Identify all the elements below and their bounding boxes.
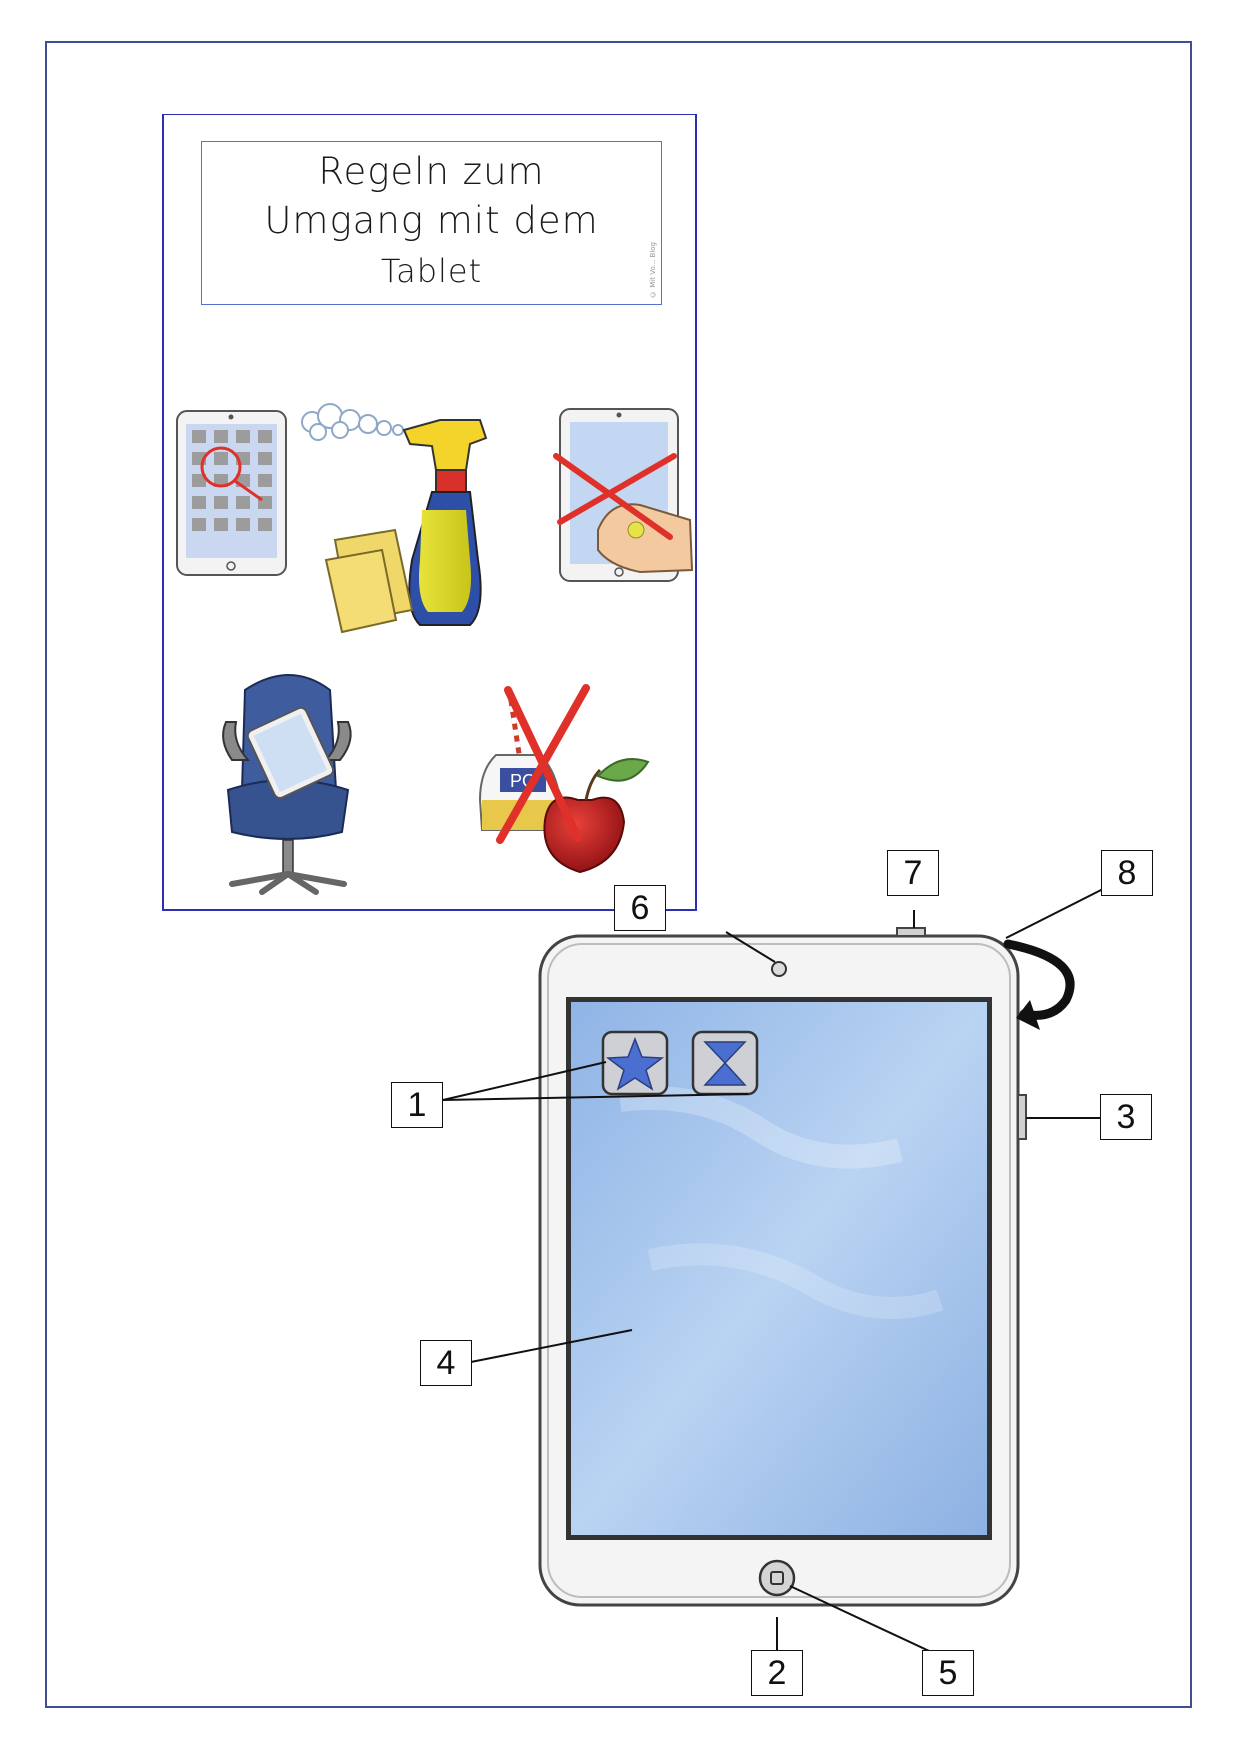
- poster-title-line-2: Umgang mit dem: [264, 199, 599, 242]
- spray-bottle-cloth-icon: [301, 403, 488, 634]
- app-icon-star: [601, 1030, 669, 1096]
- callout-label-3: 3: [1100, 1094, 1152, 1140]
- tablet-grid-icon: [176, 410, 287, 576]
- callout-label-7: 7: [887, 850, 939, 896]
- volume-button: [1017, 1094, 1027, 1140]
- callout-label-5: 5: [922, 1650, 974, 1696]
- home-button: [758, 1559, 796, 1597]
- no-food-drink-icon: PO: [478, 684, 650, 874]
- callout-label-8: 8: [1101, 850, 1153, 896]
- no-touch-tablet-icon: [553, 408, 694, 582]
- front-camera: [771, 961, 787, 977]
- leader-lines: [442, 887, 1106, 1658]
- callout-label-4: 4: [420, 1340, 472, 1386]
- poster-title-box: Regeln zum Umgang mit dem Tablet © Mit V…: [201, 141, 662, 305]
- callout-label-2: 2: [751, 1650, 803, 1696]
- page-frame: [45, 41, 1192, 1708]
- callout-label-1: 1: [391, 1082, 443, 1128]
- tablet-device: [538, 927, 1027, 1607]
- poster-title-line-1: Regeln zum: [318, 150, 545, 193]
- poster-title-line-3: Tablet: [380, 252, 483, 290]
- chair-tablet-icon: [222, 674, 352, 895]
- app-icon-hourglass: [691, 1030, 759, 1096]
- callout-label-6: 6: [614, 885, 666, 931]
- rotation-arrow-icon: [1003, 939, 1075, 1030]
- power-button: [896, 927, 926, 937]
